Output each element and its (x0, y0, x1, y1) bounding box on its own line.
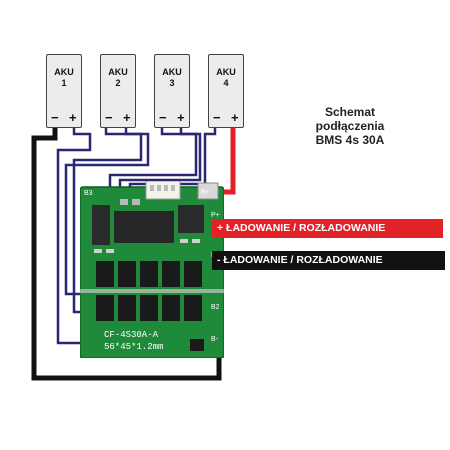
cell-plus-terminal: + (177, 110, 185, 125)
mosfet-row-bottom (96, 295, 202, 321)
battery-cell-3: AKU 3 − + (154, 54, 190, 128)
pad-b-plus-label: B+ (201, 189, 210, 196)
battery-cell-4: AKU 4 − + (208, 54, 244, 128)
diagram-caption: Schemat podłączenia BMS 4s 30A (298, 105, 402, 147)
cell-label: AKU 3 (162, 67, 182, 88)
cell-minus-terminal: − (159, 110, 167, 125)
banner-positive: + ŁADOWANIE / ROZŁADOWANIE (212, 219, 443, 238)
pad-b-minus-label: B- (211, 336, 219, 343)
cell-label: AKU 2 (108, 67, 128, 88)
mosfet-row-top (96, 261, 202, 287)
cell-minus-terminal: − (105, 110, 113, 125)
balance-wire-1 (56, 127, 100, 345)
balance-wire-3 (64, 127, 150, 296)
balance-wire-2 (72, 127, 143, 314)
caption-line-2: podłączenia (315, 119, 385, 133)
caption-line-1: Schemat (324, 105, 376, 119)
cell-label: AKU 1 (54, 67, 74, 88)
cell-plus-terminal: + (69, 110, 77, 125)
banner-negative: - ŁADOWANIE / ROZŁADOWANIE (212, 251, 445, 270)
pad-b-plus (197, 182, 219, 200)
cell-label: AKU 4 (216, 67, 236, 88)
black-main-wire (31, 127, 222, 381)
cell-minus-terminal: − (213, 110, 221, 125)
red-main-wire (220, 127, 236, 195)
balance-wire-6 (128, 127, 217, 190)
pad-b3-label: B3 (84, 190, 93, 197)
bms-board: B+ P+ P- B2 B- B3 CF-4S30A-A 56*45*1.2mm (80, 181, 224, 358)
cell-minus-terminal: − (51, 110, 59, 125)
balance-wire-5 (118, 127, 202, 190)
battery-cell-2: AKU 2 − + (100, 54, 136, 128)
pcb-size-label: 56*45*1.2mm (104, 342, 163, 352)
cell-plus-terminal: + (231, 110, 239, 125)
cell-plus-terminal: + (123, 110, 131, 125)
battery-cell-1: AKU 1 − + (46, 54, 82, 128)
caption-line-3: BMS 4s 30A (315, 133, 385, 147)
balance-wire-4 (108, 127, 198, 190)
pad-b2-label: B2 (211, 304, 220, 311)
pcb-model-label: CF-4S30A-A (104, 330, 159, 340)
pad-p-plus-label: P+ (211, 212, 220, 219)
